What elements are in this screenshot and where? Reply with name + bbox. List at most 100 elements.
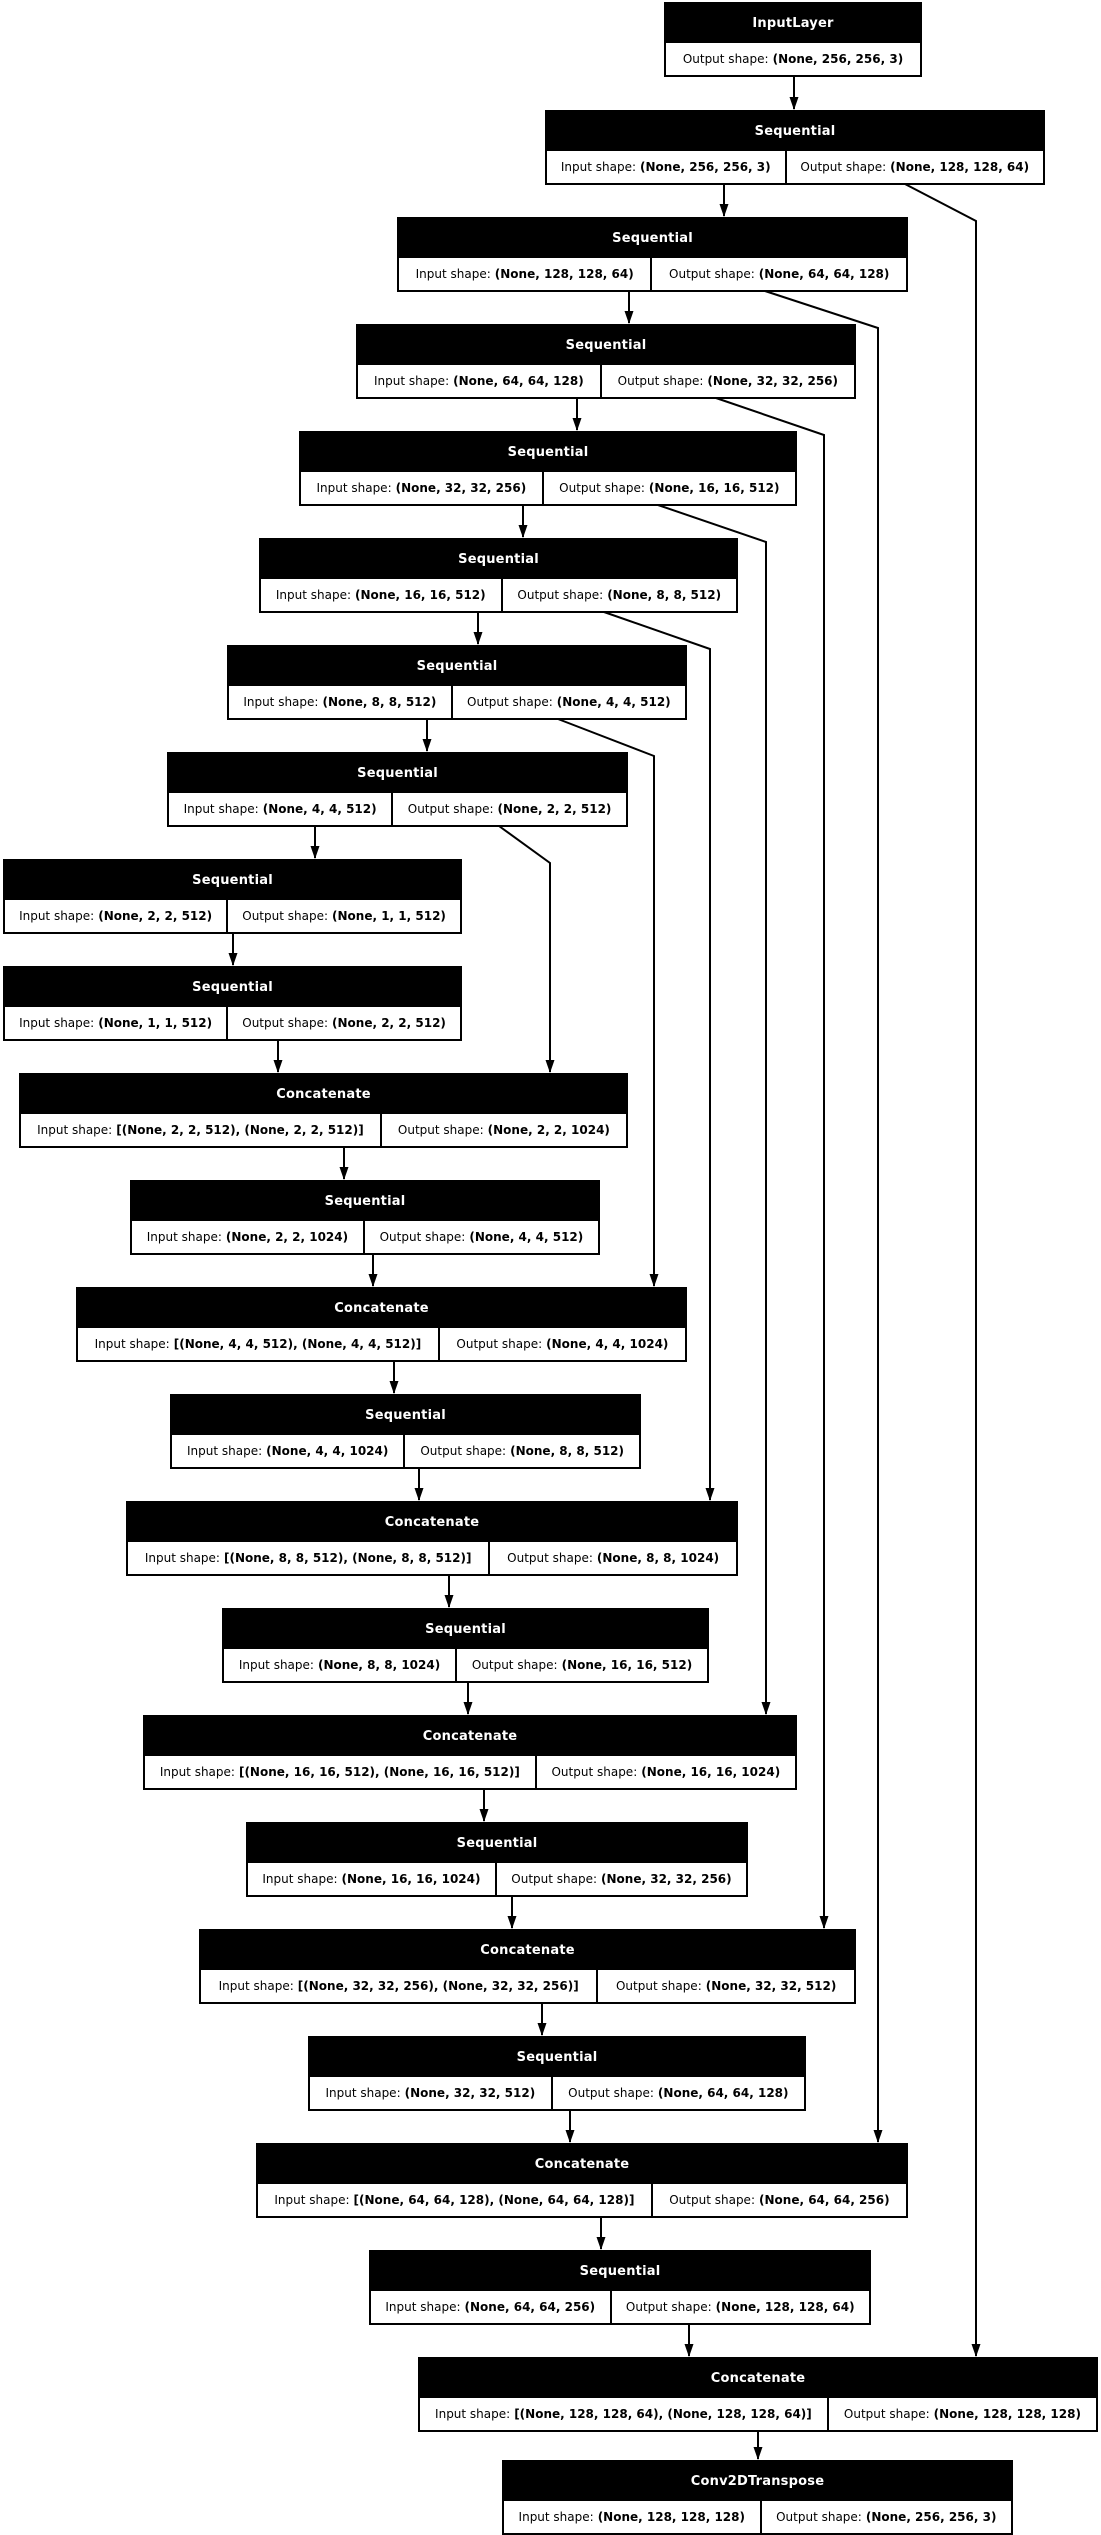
shape-label: Output shape: <box>456 1337 543 1351</box>
shape-row: Input shape:[(None, 32, 32, 256), (None,… <box>201 1970 854 2002</box>
shape-label: Input shape: <box>415 267 491 281</box>
output-shape-cell: Output shape:(None, 8, 8, 512) <box>405 1435 639 1467</box>
input-shape-cell: Input shape:[(None, 64, 64, 128), (None,… <box>258 2184 651 2216</box>
output-shape-cell: Output shape:(None, 4, 4, 512) <box>452 686 685 718</box>
input-shape-cell: Input shape:[(None, 32, 32, 256), (None,… <box>201 1970 597 2002</box>
output-shape-cell: Output shape:(None, 8, 8, 512) <box>502 579 736 611</box>
skip-connection-edge <box>657 504 771 1715</box>
layer-title: Sequential <box>565 338 647 353</box>
layer-title: Sequential <box>516 2050 598 2065</box>
shape-label: Output shape: <box>617 374 704 388</box>
layer-title: Sequential <box>579 2264 661 2279</box>
output-shape-cell: Output shape:(None, 32, 32, 512) <box>598 1970 854 2002</box>
input-shape-cell: Input shape:(None, 8, 8, 512) <box>229 686 451 718</box>
shape-label: Input shape: <box>37 1123 113 1137</box>
layer-title: Concatenate <box>384 1515 480 1530</box>
shape-label: Output shape: <box>379 1230 466 1244</box>
shape-value: (None, 8, 8, 512) <box>607 588 722 602</box>
layer-title: Concatenate <box>422 1729 518 1744</box>
shape-label: Input shape: <box>159 1765 235 1779</box>
shape-label: Output shape: <box>407 802 494 816</box>
skip-connection-edge <box>715 397 829 1929</box>
output-shape-cell: Output shape:(None, 8, 8, 1024) <box>490 1542 736 1574</box>
input-shape-cell: Input shape:(None, 1, 1, 512) <box>5 1007 227 1039</box>
shape-value: [(None, 16, 16, 512), (None, 16, 16, 512… <box>238 1765 520 1779</box>
shape-label: Input shape: <box>183 802 259 816</box>
shape-value: (None, 16, 16, 512) <box>355 588 486 602</box>
input-shape-cell: Input shape:[(None, 8, 8, 512), (None, 8… <box>128 1542 489 1574</box>
shape-label: Input shape: <box>238 1658 314 1672</box>
input-shape-cell: Input shape:(None, 16, 16, 1024) <box>248 1863 495 1895</box>
output-shape-cell: Output shape:(None, 32, 32, 256) <box>496 1863 747 1895</box>
layer-title: Concatenate <box>480 1943 575 1958</box>
shape-row: Input shape:[(None, 2, 2, 512), (None, 2… <box>21 1114 626 1146</box>
shape-label: Input shape: <box>146 1230 222 1244</box>
shape-label: Output shape: <box>776 2510 862 2524</box>
shape-value: (None, 32, 32, 256) <box>395 481 527 495</box>
shape-value: (None, 16, 16, 512) <box>561 1658 693 1672</box>
input-shape-cell: Input shape:(None, 2, 2, 1024) <box>132 1221 363 1253</box>
shape-value: (None, 4, 4, 1024) <box>546 1337 669 1351</box>
shape-label: Input shape: <box>144 1551 220 1565</box>
shape-row: Input shape:[(None, 8, 8, 512), (None, 8… <box>128 1542 736 1574</box>
shape-value: (None, 16, 16, 1024) <box>641 1765 781 1779</box>
shape-value: (None, 64, 64, 128) <box>758 267 890 281</box>
shape-row: Input shape:(None, 2, 2, 1024)Output sha… <box>132 1221 598 1253</box>
input-shape-cell: Input shape:(None, 128, 128, 128) <box>504 2501 760 2533</box>
layer-title: Concatenate <box>710 2371 806 2386</box>
output-shape-cell: Output shape:(None, 16, 16, 512) <box>543 472 795 504</box>
shape-label: Input shape: <box>560 160 637 174</box>
layer-title: Concatenate <box>276 1087 371 1102</box>
shape-label: Input shape: <box>518 2510 594 2524</box>
input-shape-cell: Input shape:(None, 64, 64, 128) <box>358 365 600 397</box>
shape-value: (None, 128, 128, 128) <box>597 2510 745 2524</box>
shape-value: (None, 4, 4, 512) <box>556 695 671 709</box>
shape-label: Output shape: <box>682 52 769 66</box>
input-shape-cell: Input shape:(None, 32, 32, 512) <box>310 2077 551 2109</box>
shape-row: Input shape:(None, 128, 128, 64)Output s… <box>399 258 907 290</box>
shape-row: Input shape:(None, 64, 64, 128) Output sh… <box>358 365 854 397</box>
input-shape-cell: Input shape:(None, 256, 256, 3) <box>547 151 785 183</box>
shape-value: (None, 64, 64, 256) <box>464 2300 596 2314</box>
shape-value: (None, 8, 8, 512) <box>510 1444 625 1458</box>
output-shape-cell: Output shape:(None, 64, 64, 256) <box>652 2184 906 2216</box>
shape-row: Input shape:(None, 8, 8, 1024)Output sha… <box>224 1649 707 1681</box>
shape-value: (None, 8, 8, 1024) <box>596 1551 720 1565</box>
output-shape-cell: Output shape:(None, 4, 4, 512) <box>364 1221 598 1253</box>
shape-value: (None, 256, 256, 3) <box>865 2510 997 2524</box>
skip-connection-edge <box>498 825 555 1073</box>
shape-value: (None, 16, 16, 512) <box>648 481 780 495</box>
output-shape-cell: Output shape:(None, 2, 2, 512) <box>393 793 626 825</box>
shape-value: [(None, 64, 64, 128), (None, 64, 64, 128… <box>353 2193 635 2207</box>
shape-row: Input shape:[(None, 128, 128, 64), (None… <box>420 2398 1097 2430</box>
shape-label: Output shape: <box>669 267 755 281</box>
output-shape-cell: Output shape:(None, 1, 1, 512) <box>228 900 460 932</box>
output-shape-cell: Output shape:(None, 64, 64, 128) <box>552 2077 804 2109</box>
layer-title: Concatenate <box>334 1301 429 1316</box>
shape-value: (None, 2, 2, 512) <box>332 1016 446 1030</box>
output-shape-cell: Output shape:(None, 128, 128, 128) <box>828 2398 1097 2430</box>
shape-label: Output shape: <box>420 1444 507 1458</box>
shape-value: (None, 4, 4, 1024) <box>266 1444 389 1458</box>
shape-label: Input shape: <box>218 1979 294 1993</box>
shape-row: Input shape:[(None, 16, 16, 512), (None,… <box>145 1756 796 1788</box>
shape-row: Input shape:[(None, 4, 4, 512), (None, 4… <box>78 1328 685 1360</box>
layer-title: Sequential <box>754 124 836 139</box>
shape-label: Output shape: <box>551 1765 638 1779</box>
input-shape-cell: Input shape:[(None, 4, 4, 512), (None, 4… <box>78 1328 438 1360</box>
output-shape-cell: Output shape:(None, 4, 4, 1024) <box>439 1328 685 1360</box>
layer-title: Sequential <box>192 873 273 888</box>
layer-title: Concatenate <box>534 2157 630 2172</box>
